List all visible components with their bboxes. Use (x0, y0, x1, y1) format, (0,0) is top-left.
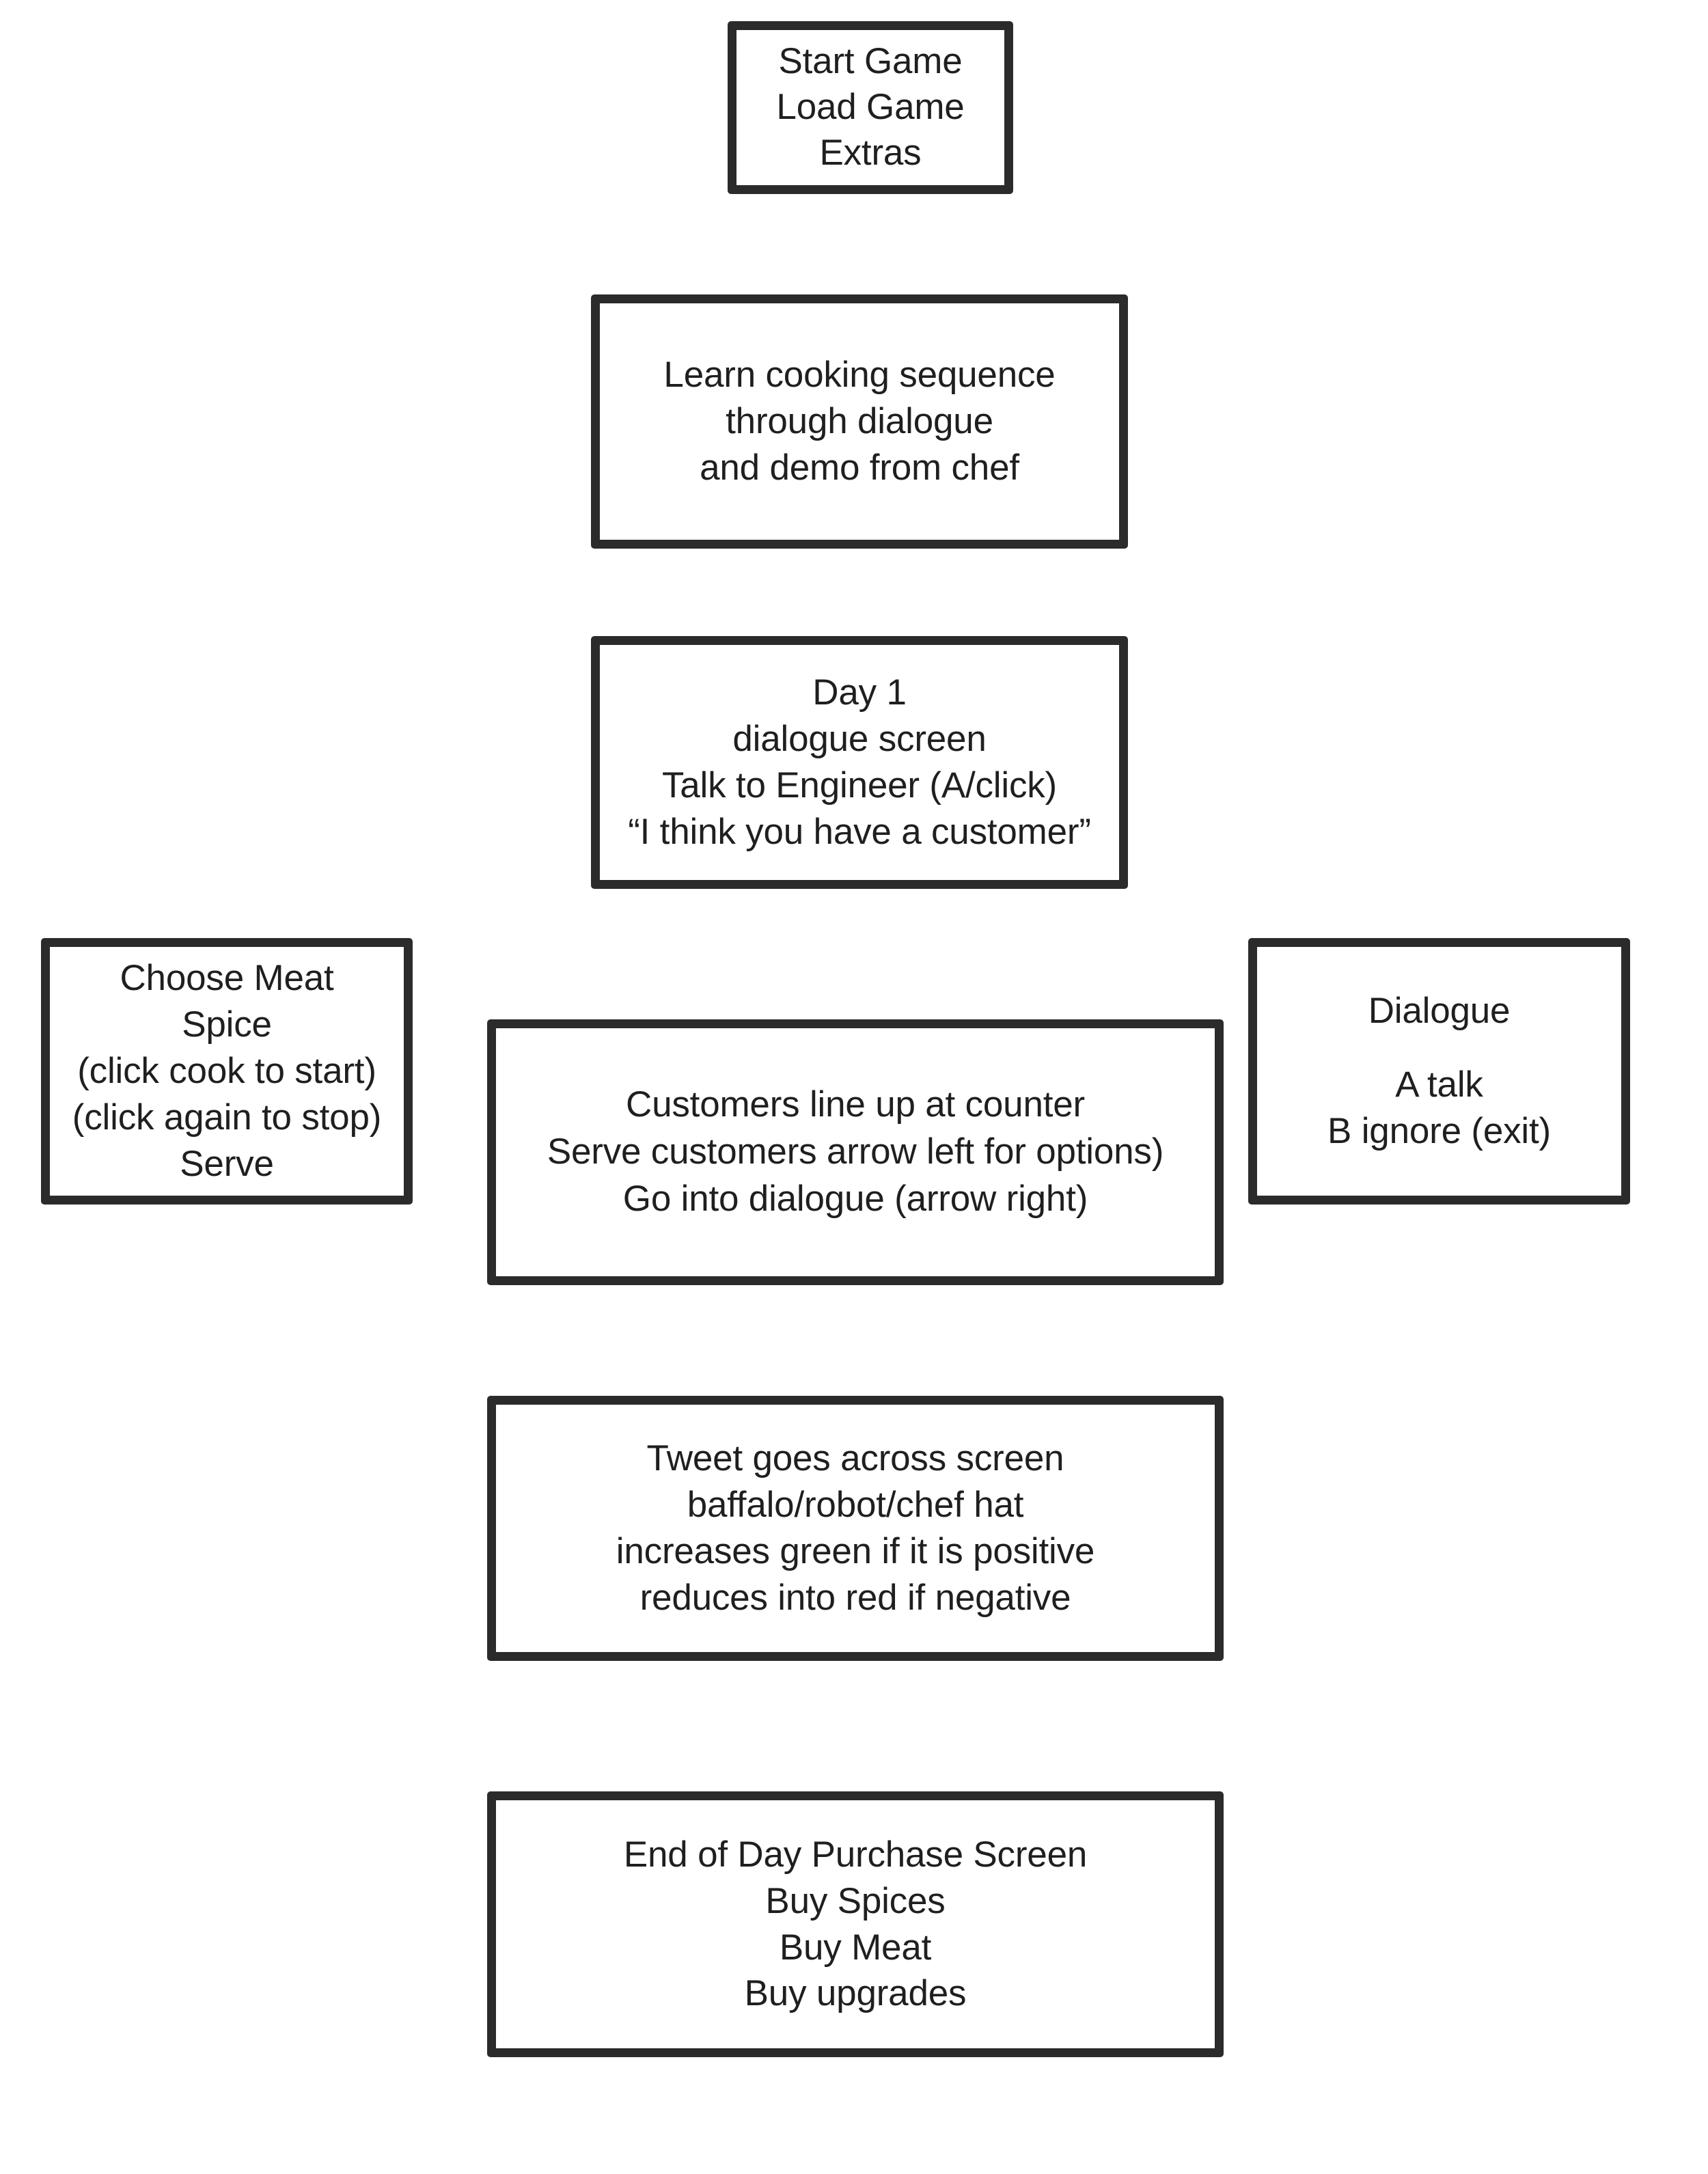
service-line-3: Go into dialogue (arrow right) (622, 1178, 1088, 1219)
tutorial-line-1: Learn cooking sequence (663, 355, 1056, 396)
dialogue-line-3: A talk (1395, 1064, 1483, 1105)
service-node[interactable]: Customers line up at counter Serve custo… (487, 1019, 1224, 1285)
dialogue-line-1: Dialogue (1368, 991, 1511, 1032)
cooking-node[interactable]: Choose Meat Spice (click cook to start) … (41, 938, 413, 1205)
main-menu-node[interactable]: Start Game Load Game Extras (728, 21, 1013, 194)
day-one-line-2: dialogue screen (732, 719, 987, 760)
end-of-day-line-3: Buy Meat (779, 1927, 932, 1968)
end-of-day-line-1: End of Day Purchase Screen (623, 1834, 1088, 1875)
cooking-line-4: (click again to stop) (72, 1097, 382, 1138)
end-of-day-line-4: Buy upgrades (744, 1973, 967, 2014)
end-of-day-node[interactable]: End of Day Purchase Screen Buy Spices Bu… (487, 1791, 1224, 2057)
tweet-line-2: baffalo/robot/chef hat (687, 1485, 1024, 1526)
tweet-line-1: Tweet goes across screen (646, 1438, 1064, 1479)
tweet-line-4: reduces into red if negative (639, 1577, 1071, 1618)
cooking-line-5: Serve (180, 1143, 274, 1184)
tutorial-node[interactable]: Learn cooking sequence through dialogue … (591, 294, 1128, 549)
tutorial-line-3: and demo from chef (700, 447, 1019, 488)
cooking-line-3: (click cook to start) (77, 1051, 376, 1092)
dialogue-line-4: B ignore (exit) (1327, 1110, 1551, 1151)
tweet-line-3: increases green if it is positive (616, 1531, 1095, 1571)
cooking-line-2: Spice (182, 1004, 272, 1045)
main-menu-line-1: Start Game (778, 41, 963, 82)
service-line-1: Customers line up at counter (626, 1084, 1085, 1125)
end-of-day-line-2: Buy Spices (765, 1880, 946, 1921)
day-one-line-1: Day 1 (812, 672, 907, 713)
tutorial-line-2: through dialogue (726, 401, 993, 442)
dialogue-line-spacer (1267, 1034, 1612, 1062)
tweet-node[interactable]: Tweet goes across screen baffalo/robot/c… (487, 1396, 1224, 1661)
dialogue-node[interactable]: Dialogue A talk B ignore (exit) (1248, 938, 1630, 1205)
day-one-node[interactable]: Day 1 dialogue screen Talk to Engineer (… (591, 636, 1128, 889)
main-menu-line-2: Load Game (776, 87, 965, 128)
day-one-line-4: “I think you have a customer” (628, 811, 1091, 852)
main-menu-line-3: Extras (819, 132, 922, 173)
service-line-2: Serve customers arrow left for options) (547, 1131, 1164, 1172)
day-one-line-3: Talk to Engineer (A/click) (661, 765, 1057, 806)
cooking-line-1: Choose Meat (120, 958, 334, 999)
